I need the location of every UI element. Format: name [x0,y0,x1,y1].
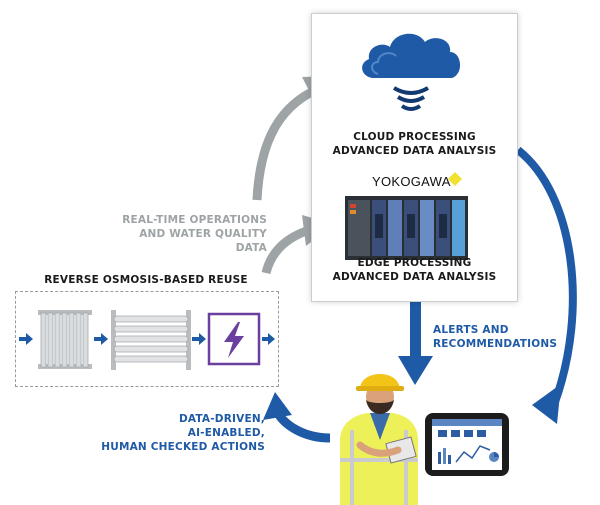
blue-arrow-down-shaft [410,300,421,358]
cloud-icon [362,33,461,111]
edge-controller-icon [345,196,468,260]
alerts-label-line1: ALERTS AND [433,324,509,336]
actions-label-line3: HUMAN CHECKED ACTIONS [101,441,265,453]
ro-process-box [15,291,279,387]
brand-diamond-icon [448,172,462,186]
edge-title-line2: ADVANCED DATA ANALYSIS [332,271,497,283]
actions-label-line2: AI-ENABLED, [187,427,265,439]
blue-arrow-to-ro-head [263,392,292,420]
gray-arrow-to-cloud [252,83,322,201]
blue-arrow-cloud-to-tablet-head [532,384,561,424]
edge-title-line1: EDGE PROCESSING [357,257,472,269]
alerts-label-line2: RECOMMENDATIONS [433,338,558,350]
membrane-rack-icon [38,310,92,369]
brand-logo-text: YOKOGAWA [372,174,451,189]
ro-title: REVERSE OSMOSIS-BASED REUSE [44,274,248,286]
realtime-label-line1: REAL-TIME OPERATIONS [122,214,267,226]
ro-vessel-rack-icon [111,310,191,370]
cloud-edge-panel: CLOUD PROCESSING ADVANCED DATA ANALYSIS … [311,13,518,302]
cloud-title-line1: CLOUD PROCESSING [353,131,476,143]
ro-process-icons [19,310,275,370]
blue-arrow-cloud-to-tablet [515,146,577,404]
realtime-label-line2: AND WATER QUALITY DATA [139,228,267,254]
cloud-title-line2: ADVANCED DATA ANALYSIS [332,145,497,157]
power-lightning-icon [207,312,261,366]
actions-label-line1: DATA-DRIVEN, [178,413,265,425]
blue-arrow-down-head [398,356,433,385]
